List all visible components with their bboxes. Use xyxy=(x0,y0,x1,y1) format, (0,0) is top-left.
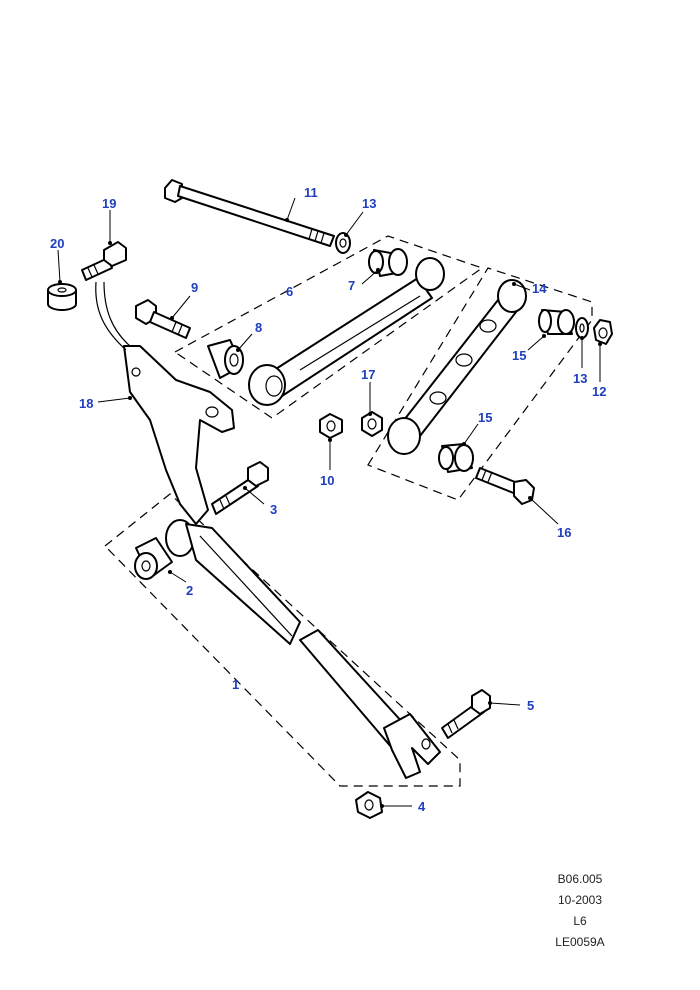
callout-3: 3 xyxy=(270,502,277,517)
callout-12: 12 xyxy=(592,384,606,399)
group-outline-1 xyxy=(104,493,461,787)
callout-15-lower: 15 xyxy=(478,410,492,425)
callout-13-right: 13 xyxy=(573,371,587,386)
callout-14: 14 xyxy=(532,281,547,296)
callout-8: 8 xyxy=(255,320,262,335)
bolt-3 xyxy=(211,461,269,515)
adjustable-link-14 xyxy=(387,279,527,455)
callout-5: 5 xyxy=(527,698,534,713)
bolt-16 xyxy=(475,467,535,505)
bush-15-lower xyxy=(438,443,474,473)
bush-2 xyxy=(134,537,173,580)
nut-4 xyxy=(355,791,383,819)
bolt-9 xyxy=(135,299,191,339)
washer-13-right xyxy=(575,317,589,339)
nut-17 xyxy=(361,411,383,437)
lower-arm-1 xyxy=(165,519,441,779)
callout-4: 4 xyxy=(418,799,426,814)
figure-number: B06.005 xyxy=(557,872,603,886)
callout-6: 6 xyxy=(286,284,293,299)
callout-15-upper: 15 xyxy=(512,348,526,363)
washer-13-top xyxy=(335,232,351,254)
callout-16: 16 xyxy=(557,525,571,540)
bush-8 xyxy=(207,339,244,379)
callout-19: 19 xyxy=(102,196,116,211)
spacer-20 xyxy=(47,283,77,311)
long-bolt-11 xyxy=(164,179,335,247)
bolt-5 xyxy=(441,689,491,739)
issue-date: 10-2003 xyxy=(557,893,603,907)
variant-code: L6 xyxy=(573,914,587,928)
callout-11: 11 xyxy=(304,185,318,200)
bush-15-upper xyxy=(538,309,575,335)
callout-9: 9 xyxy=(191,280,198,295)
bolt-19 xyxy=(81,241,127,281)
callout-13-top: 13 xyxy=(362,196,376,211)
bracket-18 xyxy=(95,281,235,525)
bush-7 xyxy=(368,248,408,277)
upper-link-arm xyxy=(248,257,445,406)
callout-20: 20 xyxy=(50,236,64,251)
callout-10: 10 xyxy=(320,473,334,488)
illustration-code: LE0059A xyxy=(555,935,605,949)
callout-17: 17 xyxy=(361,367,375,382)
callout-7: 7 xyxy=(348,278,355,293)
leader-lines xyxy=(57,197,602,808)
nut-10 xyxy=(319,413,343,439)
callout-1: 1 xyxy=(232,677,239,692)
nut-12 xyxy=(593,319,613,345)
group-outline-14 xyxy=(367,267,593,501)
callout-18: 18 xyxy=(79,396,93,411)
callout-2: 2 xyxy=(186,583,193,598)
